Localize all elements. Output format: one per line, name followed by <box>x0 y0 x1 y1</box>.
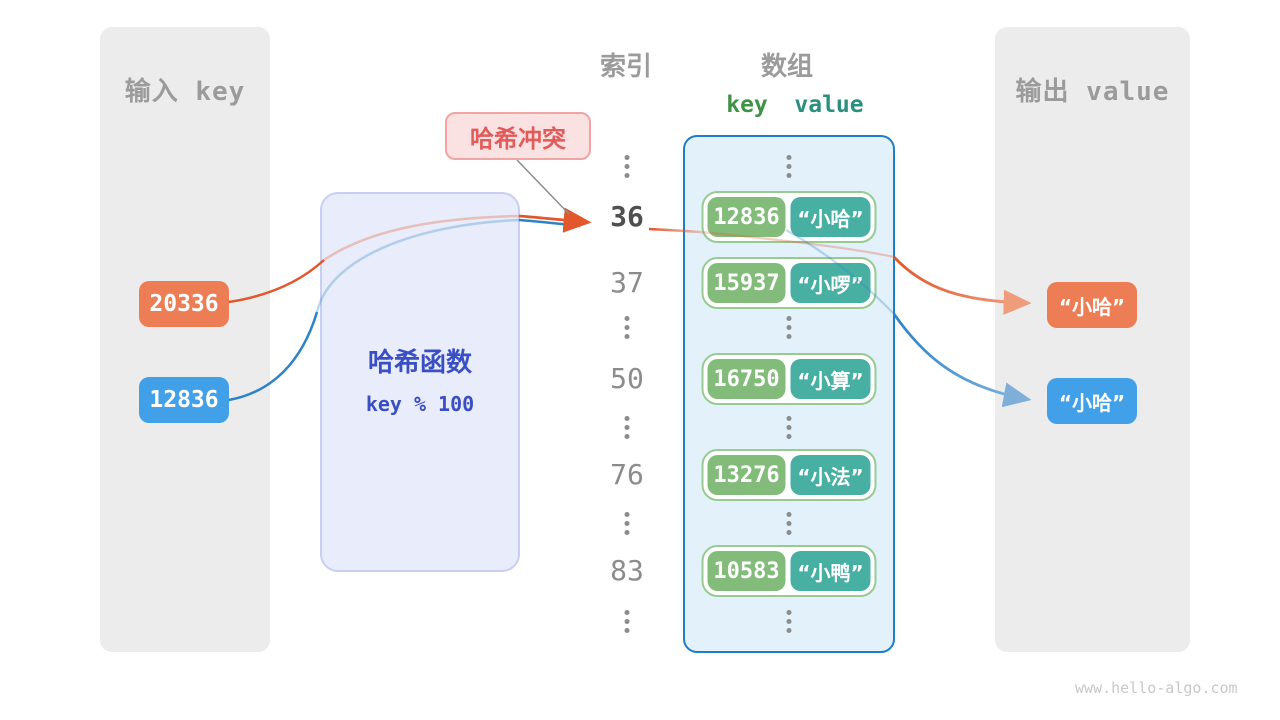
array-key-cell: 10583 <box>707 551 786 591</box>
array-ellipsis <box>786 512 792 535</box>
ellipsis-dot <box>624 416 630 421</box>
ellipsis-dot <box>624 530 630 535</box>
array-key-cell: 12836 <box>707 197 786 237</box>
array-ellipsis <box>786 416 792 439</box>
array-key-header: key <box>726 92 768 118</box>
ellipsis-dot <box>624 425 630 430</box>
ellipsis-dot <box>624 325 630 330</box>
array-ellipsis <box>786 316 792 339</box>
index-value: 76 <box>610 458 644 491</box>
hash-function-name: 哈希函数 <box>367 348 472 378</box>
ellipsis-dot <box>786 425 792 430</box>
ellipsis-dot <box>624 628 630 633</box>
ellipsis-dot <box>786 610 792 615</box>
ellipsis-dot <box>624 173 630 178</box>
ellipsis-dot <box>786 155 792 160</box>
ellipsis-dot <box>624 512 630 517</box>
output-value-blue: “小哈” <box>1047 378 1137 424</box>
ellipsis-dot <box>786 334 792 339</box>
array-row: 12836“小哈” <box>701 191 877 243</box>
ellipsis-dot <box>786 173 792 178</box>
ellipsis-dot <box>624 164 630 169</box>
array-row: 13276“小法” <box>701 449 877 501</box>
index-value: 37 <box>610 266 644 299</box>
array-value-cell: “小鸭” <box>790 551 871 591</box>
hash-function-formula: key % 100 <box>365 392 475 416</box>
array-value-header: value <box>794 92 864 118</box>
output-value-orange: “小哈” <box>1047 282 1137 328</box>
array-key-cell: 15937 <box>707 263 786 303</box>
array-value-cell: “小啰” <box>790 263 871 303</box>
array-value-cell: “小法” <box>790 455 871 495</box>
ellipsis-dot <box>624 155 630 160</box>
ellipsis-dot <box>786 416 792 421</box>
array-value-cell: “小算” <box>790 359 871 399</box>
index-value: 83 <box>610 554 644 587</box>
array-column-title: 数组 <box>760 52 814 82</box>
hash-collision-badge: 哈希冲突 <box>445 112 591 160</box>
array-row: 10583“小鸭” <box>701 545 877 597</box>
array-key-cell: 16750 <box>707 359 786 399</box>
ellipsis-dot <box>624 521 630 526</box>
output-panel: 输出 value <box>995 27 1190 652</box>
input-key-20336: 20336 <box>139 281 229 327</box>
ellipsis-dot <box>786 530 792 535</box>
hash-function-box: 哈希函数 key % 100 <box>320 192 520 572</box>
ellipsis-dot <box>786 434 792 439</box>
array-ellipsis <box>786 155 792 178</box>
array-key-cell: 13276 <box>707 455 786 495</box>
index-value: 50 <box>610 362 644 395</box>
ellipsis-dot <box>624 316 630 321</box>
array-row: 15937“小啰” <box>701 257 877 309</box>
input-key-12836: 12836 <box>139 377 229 423</box>
ellipsis-dot <box>786 512 792 517</box>
ellipsis-dot <box>786 164 792 169</box>
index-value-highlighted: 36 <box>610 200 644 233</box>
watermark: www.hello-algo.com <box>1075 679 1238 697</box>
index-ellipsis <box>624 316 630 339</box>
ellipsis-dot <box>624 334 630 339</box>
index-ellipsis <box>624 416 630 439</box>
ellipsis-dot <box>786 619 792 624</box>
ellipsis-dot <box>624 434 630 439</box>
array-ellipsis <box>786 610 792 633</box>
input-panel-title: 输入 key <box>124 77 246 107</box>
index-ellipsis <box>624 155 630 178</box>
array-row: 16750“小算” <box>701 353 877 405</box>
index-column-title: 索引 <box>599 52 653 82</box>
ellipsis-dot <box>786 628 792 633</box>
ellipsis-dot <box>624 619 630 624</box>
index-ellipsis <box>624 610 630 633</box>
index-ellipsis <box>624 512 630 535</box>
ellipsis-dot <box>786 325 792 330</box>
ellipsis-dot <box>786 521 792 526</box>
array-value-cell: “小哈” <box>790 197 871 237</box>
output-panel-title: 输出 value <box>1015 77 1170 107</box>
ellipsis-dot <box>624 610 630 615</box>
ellipsis-dot <box>786 316 792 321</box>
